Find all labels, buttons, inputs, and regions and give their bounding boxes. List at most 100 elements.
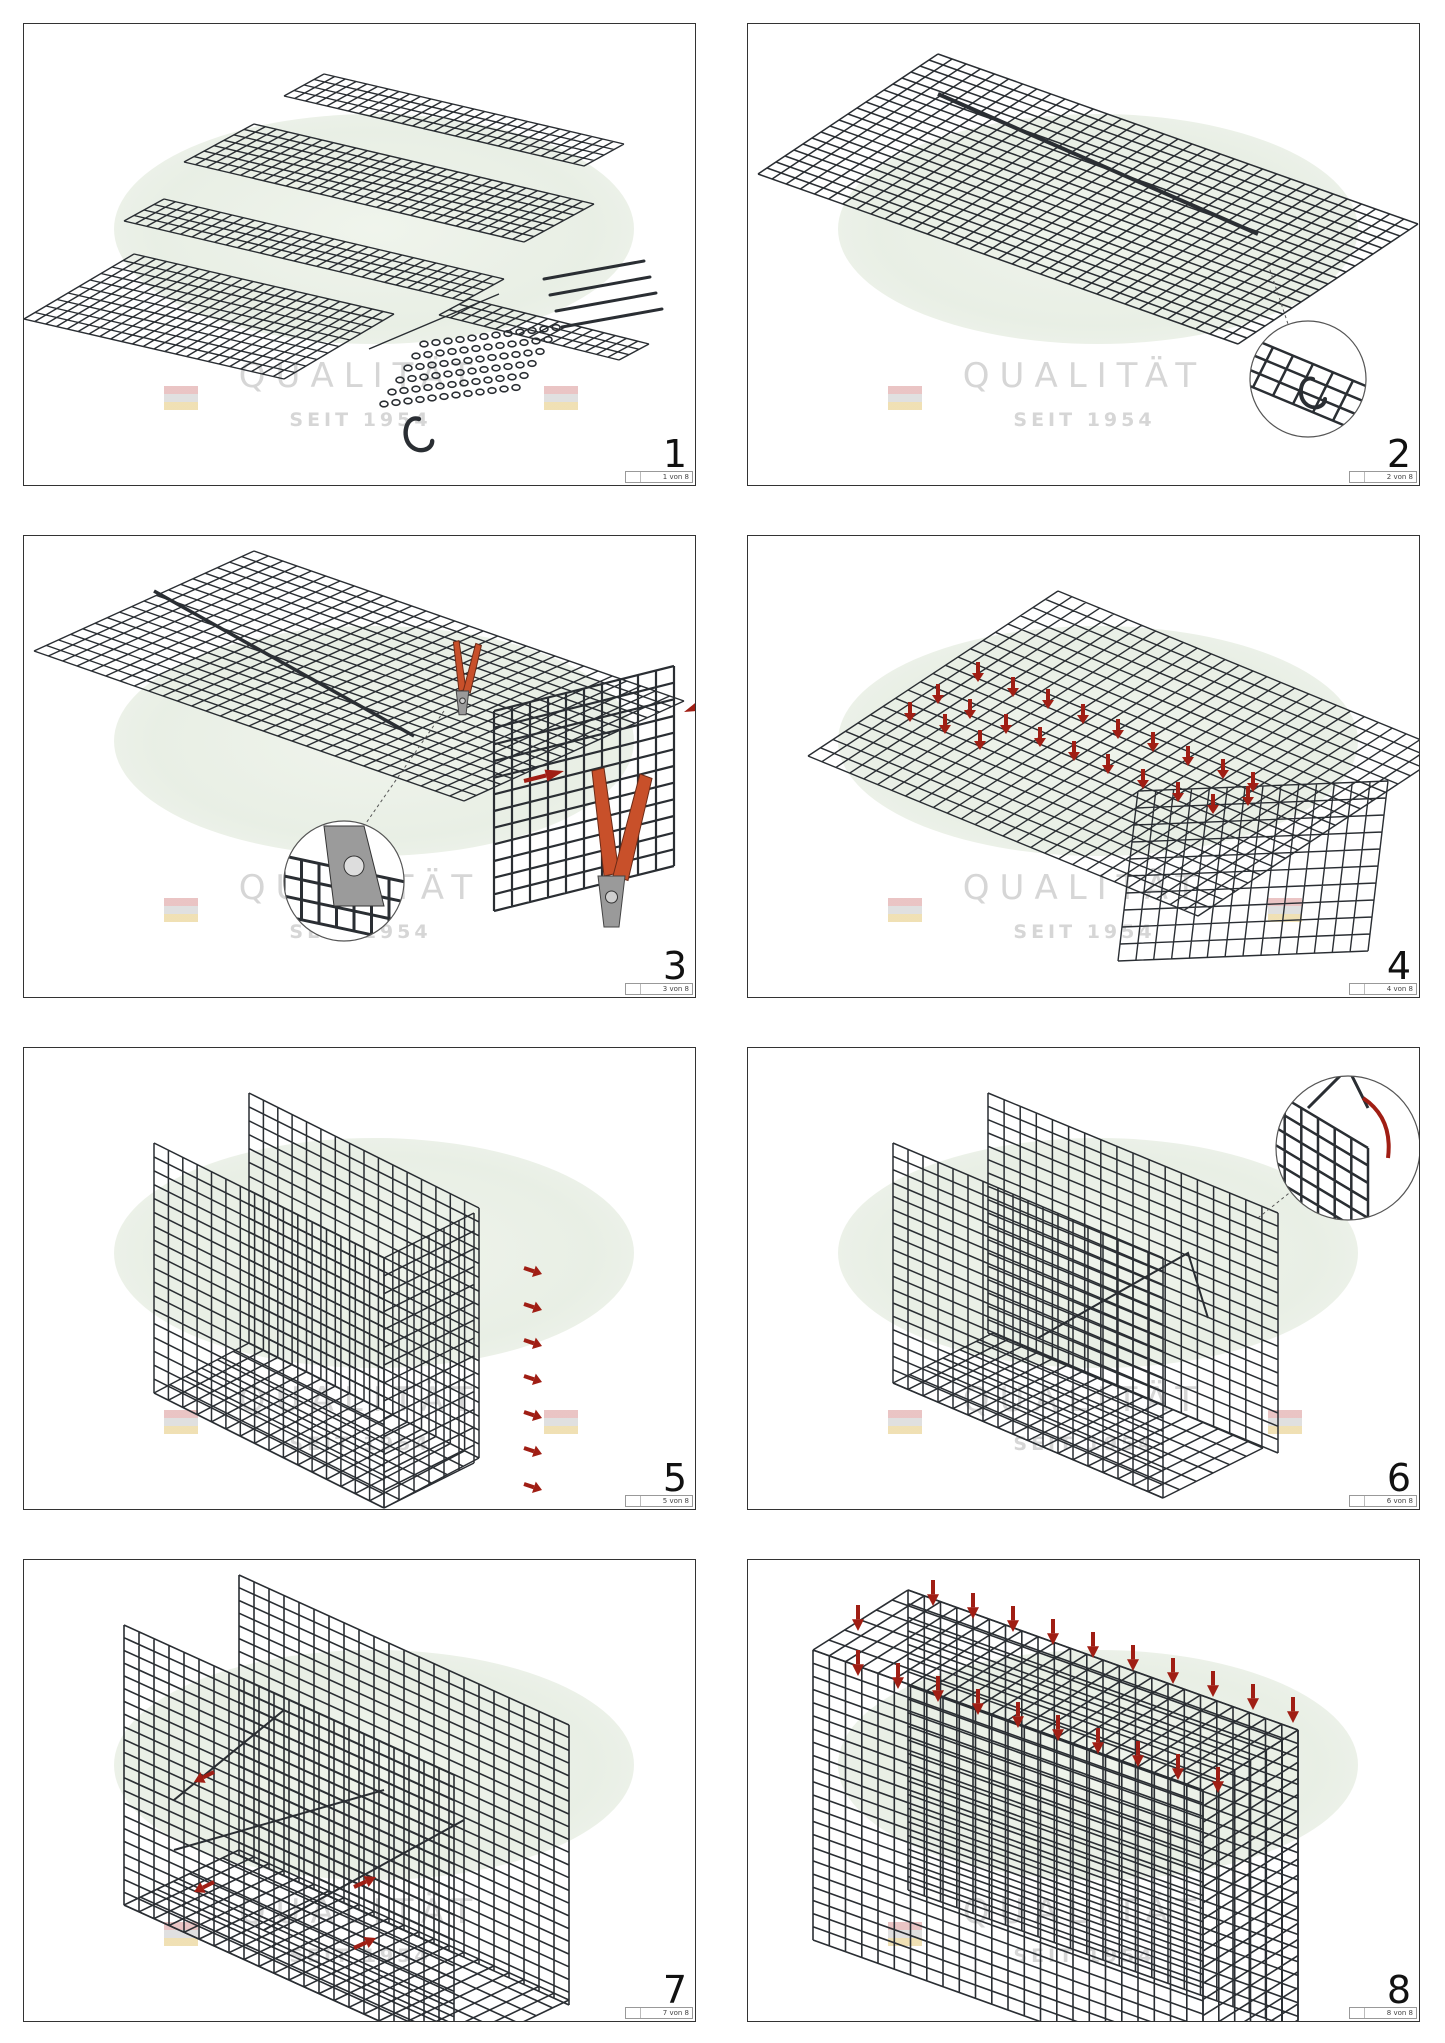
watermark-subtext: SEIT 1954 xyxy=(289,409,432,431)
push-arrow xyxy=(1087,1632,1099,1658)
clip-ring xyxy=(503,362,513,371)
clip-ring xyxy=(519,371,529,380)
instruction-panel-5: QUALITÄT SEIT 1954 5 5 von 8 xyxy=(23,1047,696,1510)
clip-ring xyxy=(451,391,461,399)
push-arrow xyxy=(1068,741,1080,761)
push-arrow xyxy=(1137,769,1149,789)
push-arrow xyxy=(523,1445,542,1457)
clip-ring xyxy=(431,371,441,380)
step-number: 7 xyxy=(662,1968,687,2012)
clip-ring xyxy=(499,352,509,360)
clip-ring xyxy=(443,370,453,378)
clip-ring xyxy=(487,386,497,395)
push-arrow xyxy=(1012,1702,1024,1728)
wire-mesh-panel xyxy=(1276,1086,1370,1220)
step-number: 4 xyxy=(1386,944,1411,988)
push-arrow xyxy=(523,769,564,783)
push-arrow xyxy=(964,699,976,719)
push-arrow xyxy=(972,662,984,682)
detail-magnifier xyxy=(283,820,405,942)
flag-icon xyxy=(888,386,922,410)
page-label: 8 von 8 xyxy=(1349,2007,1417,2019)
clip-ring xyxy=(435,382,445,390)
page-label: 3 von 8 xyxy=(625,983,693,995)
push-arrow xyxy=(353,1876,376,1889)
clip-ring xyxy=(495,374,505,383)
pliers-pivot xyxy=(343,855,365,877)
clip-ring xyxy=(419,373,429,381)
clip-ring xyxy=(455,368,465,377)
push-arrow xyxy=(523,1373,542,1385)
push-arrow xyxy=(1047,1619,1059,1645)
mesh-illustration xyxy=(807,590,1419,962)
clip-ring xyxy=(463,356,473,365)
push-arrow xyxy=(523,1265,542,1277)
wire-mesh-panel xyxy=(807,590,1419,917)
push-arrow xyxy=(353,1937,376,1950)
push-arrow xyxy=(852,1605,864,1631)
leader-line xyxy=(1257,1177,1309,1219)
wire-mesh-panel xyxy=(438,298,650,361)
push-arrow xyxy=(1127,1645,1139,1671)
push-arrow xyxy=(1007,677,1019,697)
push-arrow xyxy=(523,1409,542,1421)
wire-mesh-panel xyxy=(892,1142,1164,1499)
clip-ring xyxy=(427,361,437,369)
push-arrow xyxy=(852,1650,864,1676)
mesh-illustration xyxy=(153,1092,542,1509)
flag-icon xyxy=(544,386,578,410)
pliers-tool xyxy=(452,639,482,716)
push-arrow xyxy=(904,702,916,722)
push-arrow xyxy=(1052,1715,1064,1741)
mesh-illustration xyxy=(757,53,1419,438)
hook-detail xyxy=(1306,1076,1370,1110)
push-arrow xyxy=(523,1337,542,1349)
clip-ring xyxy=(415,395,425,404)
s-hook-clip xyxy=(403,416,435,453)
detail-magnifier xyxy=(1275,1075,1419,1221)
watermark-logo xyxy=(838,114,1358,344)
clip-ring xyxy=(471,377,481,386)
wire-mesh-panel xyxy=(123,198,505,302)
clip-ring xyxy=(427,394,437,402)
push-arrow xyxy=(1077,704,1089,724)
mesh-illustration xyxy=(812,1580,1299,2021)
connector-bar xyxy=(542,259,646,281)
push-arrow xyxy=(194,1880,215,1893)
push-arrow xyxy=(1042,689,1054,709)
push-arrow xyxy=(972,1689,984,1715)
clip-ring xyxy=(479,365,489,374)
detail-magnifier xyxy=(1249,320,1367,438)
clip-ring xyxy=(391,398,401,407)
push-arrow xyxy=(974,730,986,750)
watermark-subtext: SEIT 1954 xyxy=(1013,409,1156,431)
push-arrow xyxy=(1212,1767,1224,1793)
push-arrow xyxy=(939,714,951,734)
watermark-subtext: SEIT 1954 xyxy=(1013,1945,1156,1967)
push-arrow xyxy=(1247,1684,1259,1710)
clip-ring xyxy=(439,392,449,401)
clip-ring xyxy=(447,380,457,389)
clip-ring xyxy=(387,388,397,396)
wire-mesh-panel xyxy=(757,53,1419,345)
page-label: 2 von 8 xyxy=(1349,471,1417,483)
push-arrow xyxy=(1172,782,1184,802)
clip-ring xyxy=(507,340,517,348)
clip-ring xyxy=(511,350,521,359)
mesh-illustration xyxy=(33,550,695,942)
instruction-panel-2: QUALITÄT SEIT 1954 2 2 von 8 xyxy=(747,23,1420,486)
clip-ring xyxy=(543,335,553,344)
clip-ring xyxy=(411,385,421,393)
page-label: 1 von 8 xyxy=(625,471,693,483)
clip-ring xyxy=(531,337,541,345)
mesh-illustration xyxy=(24,73,664,453)
clip-ring xyxy=(535,347,545,356)
wire-mesh-panel xyxy=(1117,780,1389,962)
flag-icon xyxy=(888,1410,922,1434)
wire-mesh-panel xyxy=(907,1589,1299,2021)
connector-bar xyxy=(560,307,664,329)
push-arrow xyxy=(1007,1606,1019,1632)
wire-mesh-panel xyxy=(812,1649,1204,2021)
clip-ring xyxy=(475,388,485,396)
push-arrow xyxy=(932,684,944,704)
